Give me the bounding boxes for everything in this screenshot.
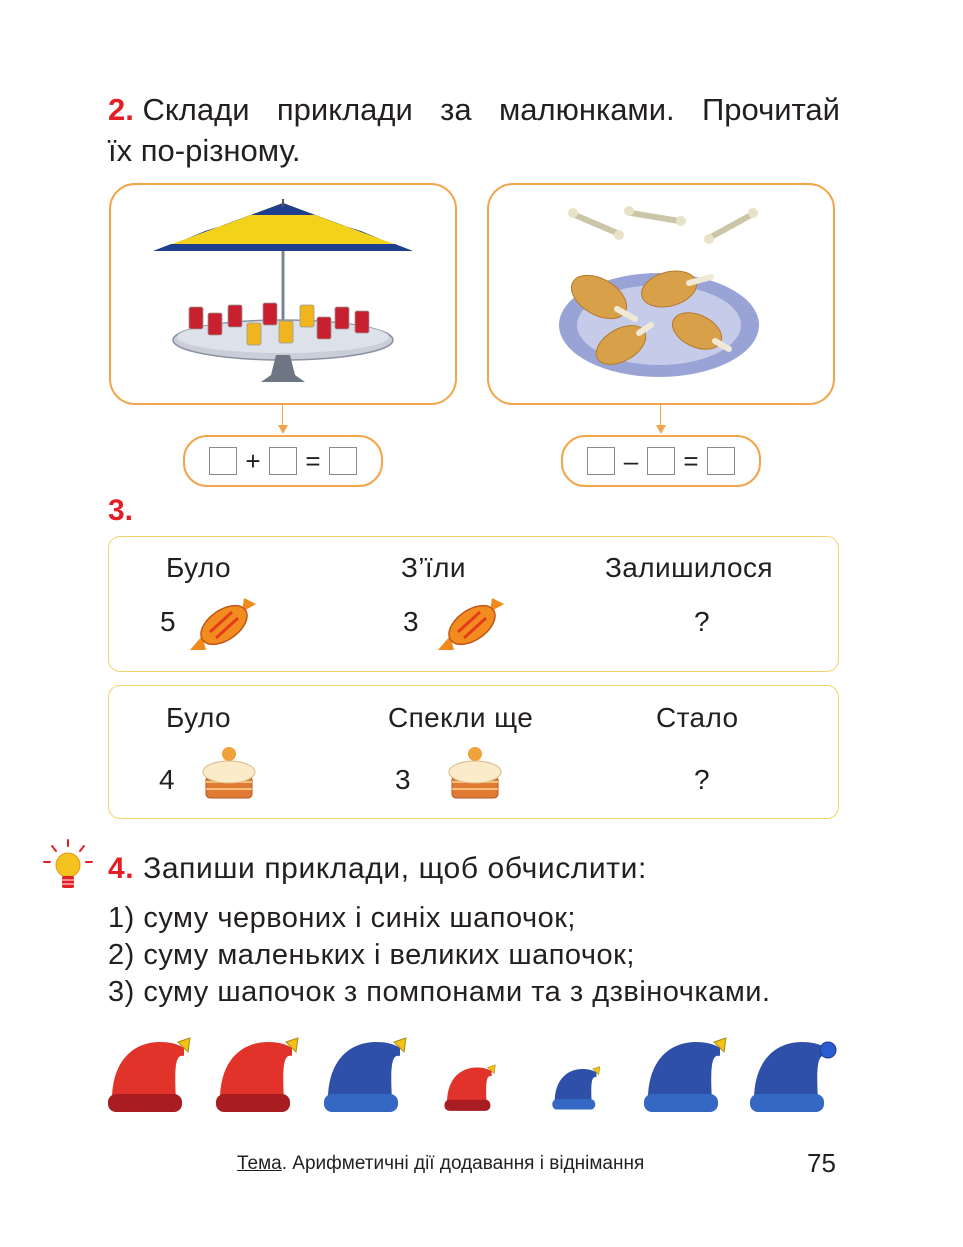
hats-illustration (108, 1037, 837, 1112)
task2-number: 2. (108, 92, 134, 127)
task3-label-became: Стало (656, 702, 739, 733)
task2-heading-line1: 2. Склади приклади за малюнками. Прочита… (108, 92, 840, 128)
hat-blue-small-bell-icon (552, 1066, 601, 1110)
hat-red-bell-icon (216, 1037, 299, 1112)
task3-question: ? (694, 606, 710, 637)
footer-tema: Тема (237, 1153, 282, 1174)
answer-square[interactable] (269, 447, 297, 475)
cake-icon (202, 747, 256, 799)
task3-value: 3 (395, 764, 411, 795)
task4-item: 2) суму маленьких і великих шапочок; (108, 939, 635, 971)
equals-sign: = (305, 445, 321, 476)
task3-label-remaining: Залишилося (605, 552, 773, 583)
task4-number: 4. (108, 852, 135, 885)
task3-value: 3 (403, 606, 419, 637)
cake-icon (448, 747, 502, 799)
footer-topic-text: . Арифметичні дії додавання і віднімання (281, 1153, 645, 1174)
task3-label-bulo: Було (166, 702, 231, 733)
subtraction-equation-box: – = (561, 435, 761, 487)
hat-blue-bell-icon (644, 1037, 727, 1112)
task2-number-word: 2. Склади (108, 92, 250, 127)
task2-word: малюнками. (498, 92, 675, 127)
hat-blue-bell-icon (324, 1037, 407, 1112)
chicken-picture-box (487, 183, 835, 405)
task3-box-candies (108, 536, 839, 672)
page-number: 75 (807, 1148, 836, 1178)
arrow-down-icon (656, 425, 666, 434)
footer-topic: Тема. Арифметичні дії додавання і віднім… (237, 1153, 644, 1175)
task2-word: Прочитай (702, 92, 840, 127)
hat-red-bell-icon (108, 1037, 191, 1112)
answer-square[interactable] (209, 447, 237, 475)
addition-equation-box: + = (183, 435, 383, 487)
chicken-plate-illustration (559, 206, 759, 377)
umbrella-picture-box (109, 183, 457, 405)
lightbulb-icon (43, 839, 93, 888)
umbrella-table-illustration (153, 199, 413, 382)
task3-question: ? (694, 764, 710, 795)
task3-value: 5 (160, 606, 176, 637)
task2-heading-line2: їх по-різному. (108, 133, 301, 168)
equals-sign: = (683, 445, 699, 476)
task3-label-bulo: Було (166, 552, 231, 583)
candy-icon (438, 598, 504, 650)
arrow-line (660, 405, 661, 427)
answer-square[interactable] (707, 447, 735, 475)
candy-icon (190, 598, 256, 650)
arrow-line (282, 405, 283, 427)
task2-word: приклади (276, 92, 413, 127)
answer-square[interactable] (647, 447, 675, 475)
answer-square[interactable] (329, 447, 357, 475)
task3-label-baked: Спекли ще (388, 702, 534, 733)
task3-number: 3. (108, 494, 134, 527)
task3-box-cakes (108, 685, 839, 819)
hat-blue-pompon-icon (750, 1041, 837, 1112)
task4-heading: 4. Запиши приклади, щоб обчислити: (108, 852, 647, 885)
task4-item: 3) суму шапочок з помпонами та з дзвіноч… (108, 976, 771, 1008)
minus-sign: – (623, 445, 639, 476)
task4-item: 1) суму червоних і синіх шапочок; (108, 902, 576, 934)
task2-word: за (440, 92, 472, 127)
answer-square[interactable] (587, 447, 615, 475)
arrow-down-icon (278, 425, 288, 434)
hat-red-small-bell-icon (444, 1064, 496, 1111)
task3-value: 4 (159, 764, 175, 795)
task3-label-ate: З’їли (401, 552, 466, 583)
plus-sign: + (245, 445, 261, 476)
